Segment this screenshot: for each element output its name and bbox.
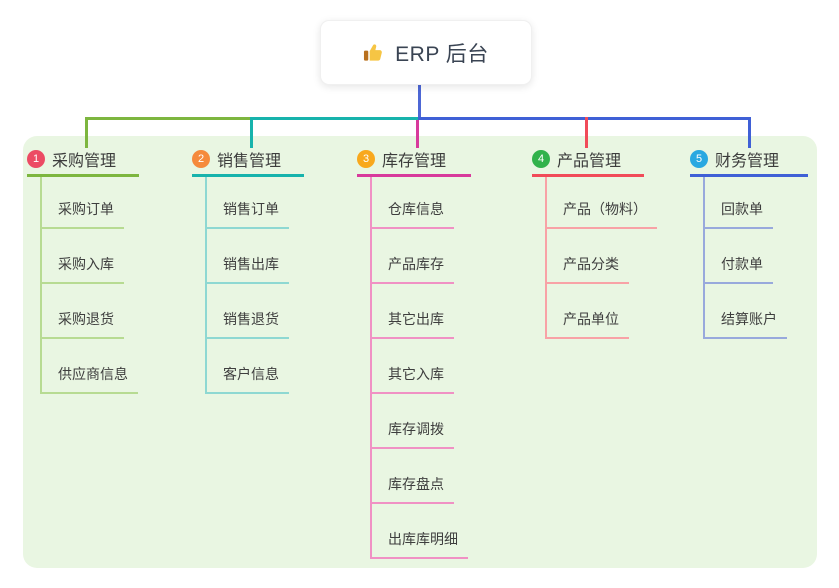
connector-root bbox=[418, 82, 421, 119]
child-node-label: 产品（物料） bbox=[545, 199, 657, 229]
child-node[interactable]: 供应商信息 bbox=[40, 339, 138, 394]
branch-purchase: 1 采购管理 采购订单采购入库采购退货供应商信息 bbox=[27, 148, 139, 394]
child-node[interactable]: 付款单 bbox=[703, 229, 787, 284]
child-node-label: 库存调拨 bbox=[370, 419, 454, 449]
branch-number-badge: 2 bbox=[192, 150, 210, 168]
branch-purchase-header[interactable]: 1 采购管理 bbox=[27, 148, 139, 177]
child-node-label: 客户信息 bbox=[205, 364, 289, 394]
child-node-label: 仓库信息 bbox=[370, 199, 454, 229]
child-node-label: 产品单位 bbox=[545, 309, 629, 339]
branch-product-children: 产品（物料） 产品分类产品单位 bbox=[545, 177, 657, 339]
branch-sales: 2 销售管理 销售订单销售出库销售退货客户信息 bbox=[192, 148, 304, 394]
child-node[interactable]: 结算账户 bbox=[703, 284, 787, 339]
child-node[interactable]: 销售出库 bbox=[205, 229, 289, 284]
mindmap-canvas-panel bbox=[23, 136, 817, 568]
connector-bus-purchase bbox=[85, 117, 250, 120]
child-node-label: 产品分类 bbox=[545, 254, 629, 284]
child-node[interactable]: 采购入库 bbox=[40, 229, 138, 284]
branch-label: 产品管理 bbox=[557, 153, 622, 170]
child-node[interactable]: 回款单 bbox=[703, 177, 787, 229]
branch-inventory-header[interactable]: 3 库存管理 bbox=[357, 148, 471, 177]
child-node-label: 销售订单 bbox=[205, 199, 289, 229]
branch-number-badge: 1 bbox=[27, 150, 45, 168]
child-node[interactable]: 库存调拨 bbox=[370, 394, 468, 449]
branch-sales-header[interactable]: 2 销售管理 bbox=[192, 148, 304, 177]
branch-label: 销售管理 bbox=[217, 153, 282, 170]
branch-product-header[interactable]: 4 产品管理 bbox=[532, 148, 644, 177]
child-node[interactable]: 采购订单 bbox=[40, 177, 138, 229]
connector-drop-purchase bbox=[85, 117, 88, 148]
child-node[interactable]: 产品分类 bbox=[545, 229, 657, 284]
connector-bus-finance bbox=[418, 117, 751, 120]
child-node[interactable]: 销售订单 bbox=[205, 177, 289, 229]
thumbs-up-icon bbox=[363, 41, 386, 64]
child-node-label: 回款单 bbox=[703, 199, 773, 229]
child-node-label: 采购订单 bbox=[40, 199, 124, 229]
branch-sales-children: 销售订单销售出库销售退货客户信息 bbox=[205, 177, 289, 394]
child-node-label: 供应商信息 bbox=[40, 364, 138, 394]
branch-product: 4 产品管理 产品（物料） 产品分类产品单位 bbox=[532, 148, 657, 339]
child-node-label: 其它入库 bbox=[370, 364, 454, 394]
child-node-label: 销售出库 bbox=[205, 254, 289, 284]
child-node[interactable]: 出库库明细 bbox=[370, 504, 468, 559]
branch-finance-children: 回款单付款单结算账户 bbox=[703, 177, 787, 339]
branch-inventory: 3 库存管理 仓库信息产品库存其它出库其它入库库存调拨库存盘点出库库明细 bbox=[357, 148, 471, 559]
child-node[interactable]: 仓库信息 bbox=[370, 177, 468, 229]
child-node[interactable]: 库存盘点 bbox=[370, 449, 468, 504]
child-node-label: 采购退货 bbox=[40, 309, 124, 339]
branch-finance-header[interactable]: 5 财务管理 bbox=[690, 148, 808, 177]
child-node[interactable]: 其它入库 bbox=[370, 339, 468, 394]
branch-number-badge: 4 bbox=[532, 150, 550, 168]
branch-inventory-children: 仓库信息产品库存其它出库其它入库库存调拨库存盘点出库库明细 bbox=[370, 177, 468, 559]
connector-bus-sales bbox=[250, 117, 418, 120]
child-node-label: 付款单 bbox=[703, 254, 773, 284]
connector-drop-inventory bbox=[416, 120, 419, 148]
child-node[interactable]: 采购退货 bbox=[40, 284, 138, 339]
child-node-label: 出库库明细 bbox=[370, 529, 468, 559]
branch-label: 财务管理 bbox=[715, 153, 780, 170]
child-node-label: 产品库存 bbox=[370, 254, 454, 284]
connector-drop-finance bbox=[748, 117, 751, 148]
branch-number-badge: 5 bbox=[690, 150, 708, 168]
child-node[interactable]: 客户信息 bbox=[205, 339, 289, 394]
branch-label: 采购管理 bbox=[52, 153, 117, 170]
child-node-label: 销售退货 bbox=[205, 309, 289, 339]
child-node-label: 库存盘点 bbox=[370, 474, 454, 504]
child-node[interactable]: 产品单位 bbox=[545, 284, 657, 339]
connector-drop-product bbox=[585, 117, 588, 148]
child-node-label: 采购入库 bbox=[40, 254, 124, 284]
branch-number-badge: 3 bbox=[357, 150, 375, 168]
branch-purchase-children: 采购订单采购入库采购退货供应商信息 bbox=[40, 177, 138, 394]
child-node[interactable]: 销售退货 bbox=[205, 284, 289, 339]
root-node[interactable]: ERP 后台 bbox=[320, 20, 532, 85]
connector-drop-sales bbox=[250, 117, 253, 148]
child-node-label: 结算账户 bbox=[703, 309, 787, 339]
root-node-label: ERP 后台 bbox=[395, 42, 489, 66]
child-node-label: 其它出库 bbox=[370, 309, 454, 339]
child-node[interactable]: 产品库存 bbox=[370, 229, 468, 284]
branch-label: 库存管理 bbox=[382, 153, 447, 170]
branch-finance: 5 财务管理 回款单付款单结算账户 bbox=[690, 148, 808, 339]
child-node[interactable]: 其它出库 bbox=[370, 284, 468, 339]
child-node[interactable]: 产品（物料） bbox=[545, 177, 657, 229]
